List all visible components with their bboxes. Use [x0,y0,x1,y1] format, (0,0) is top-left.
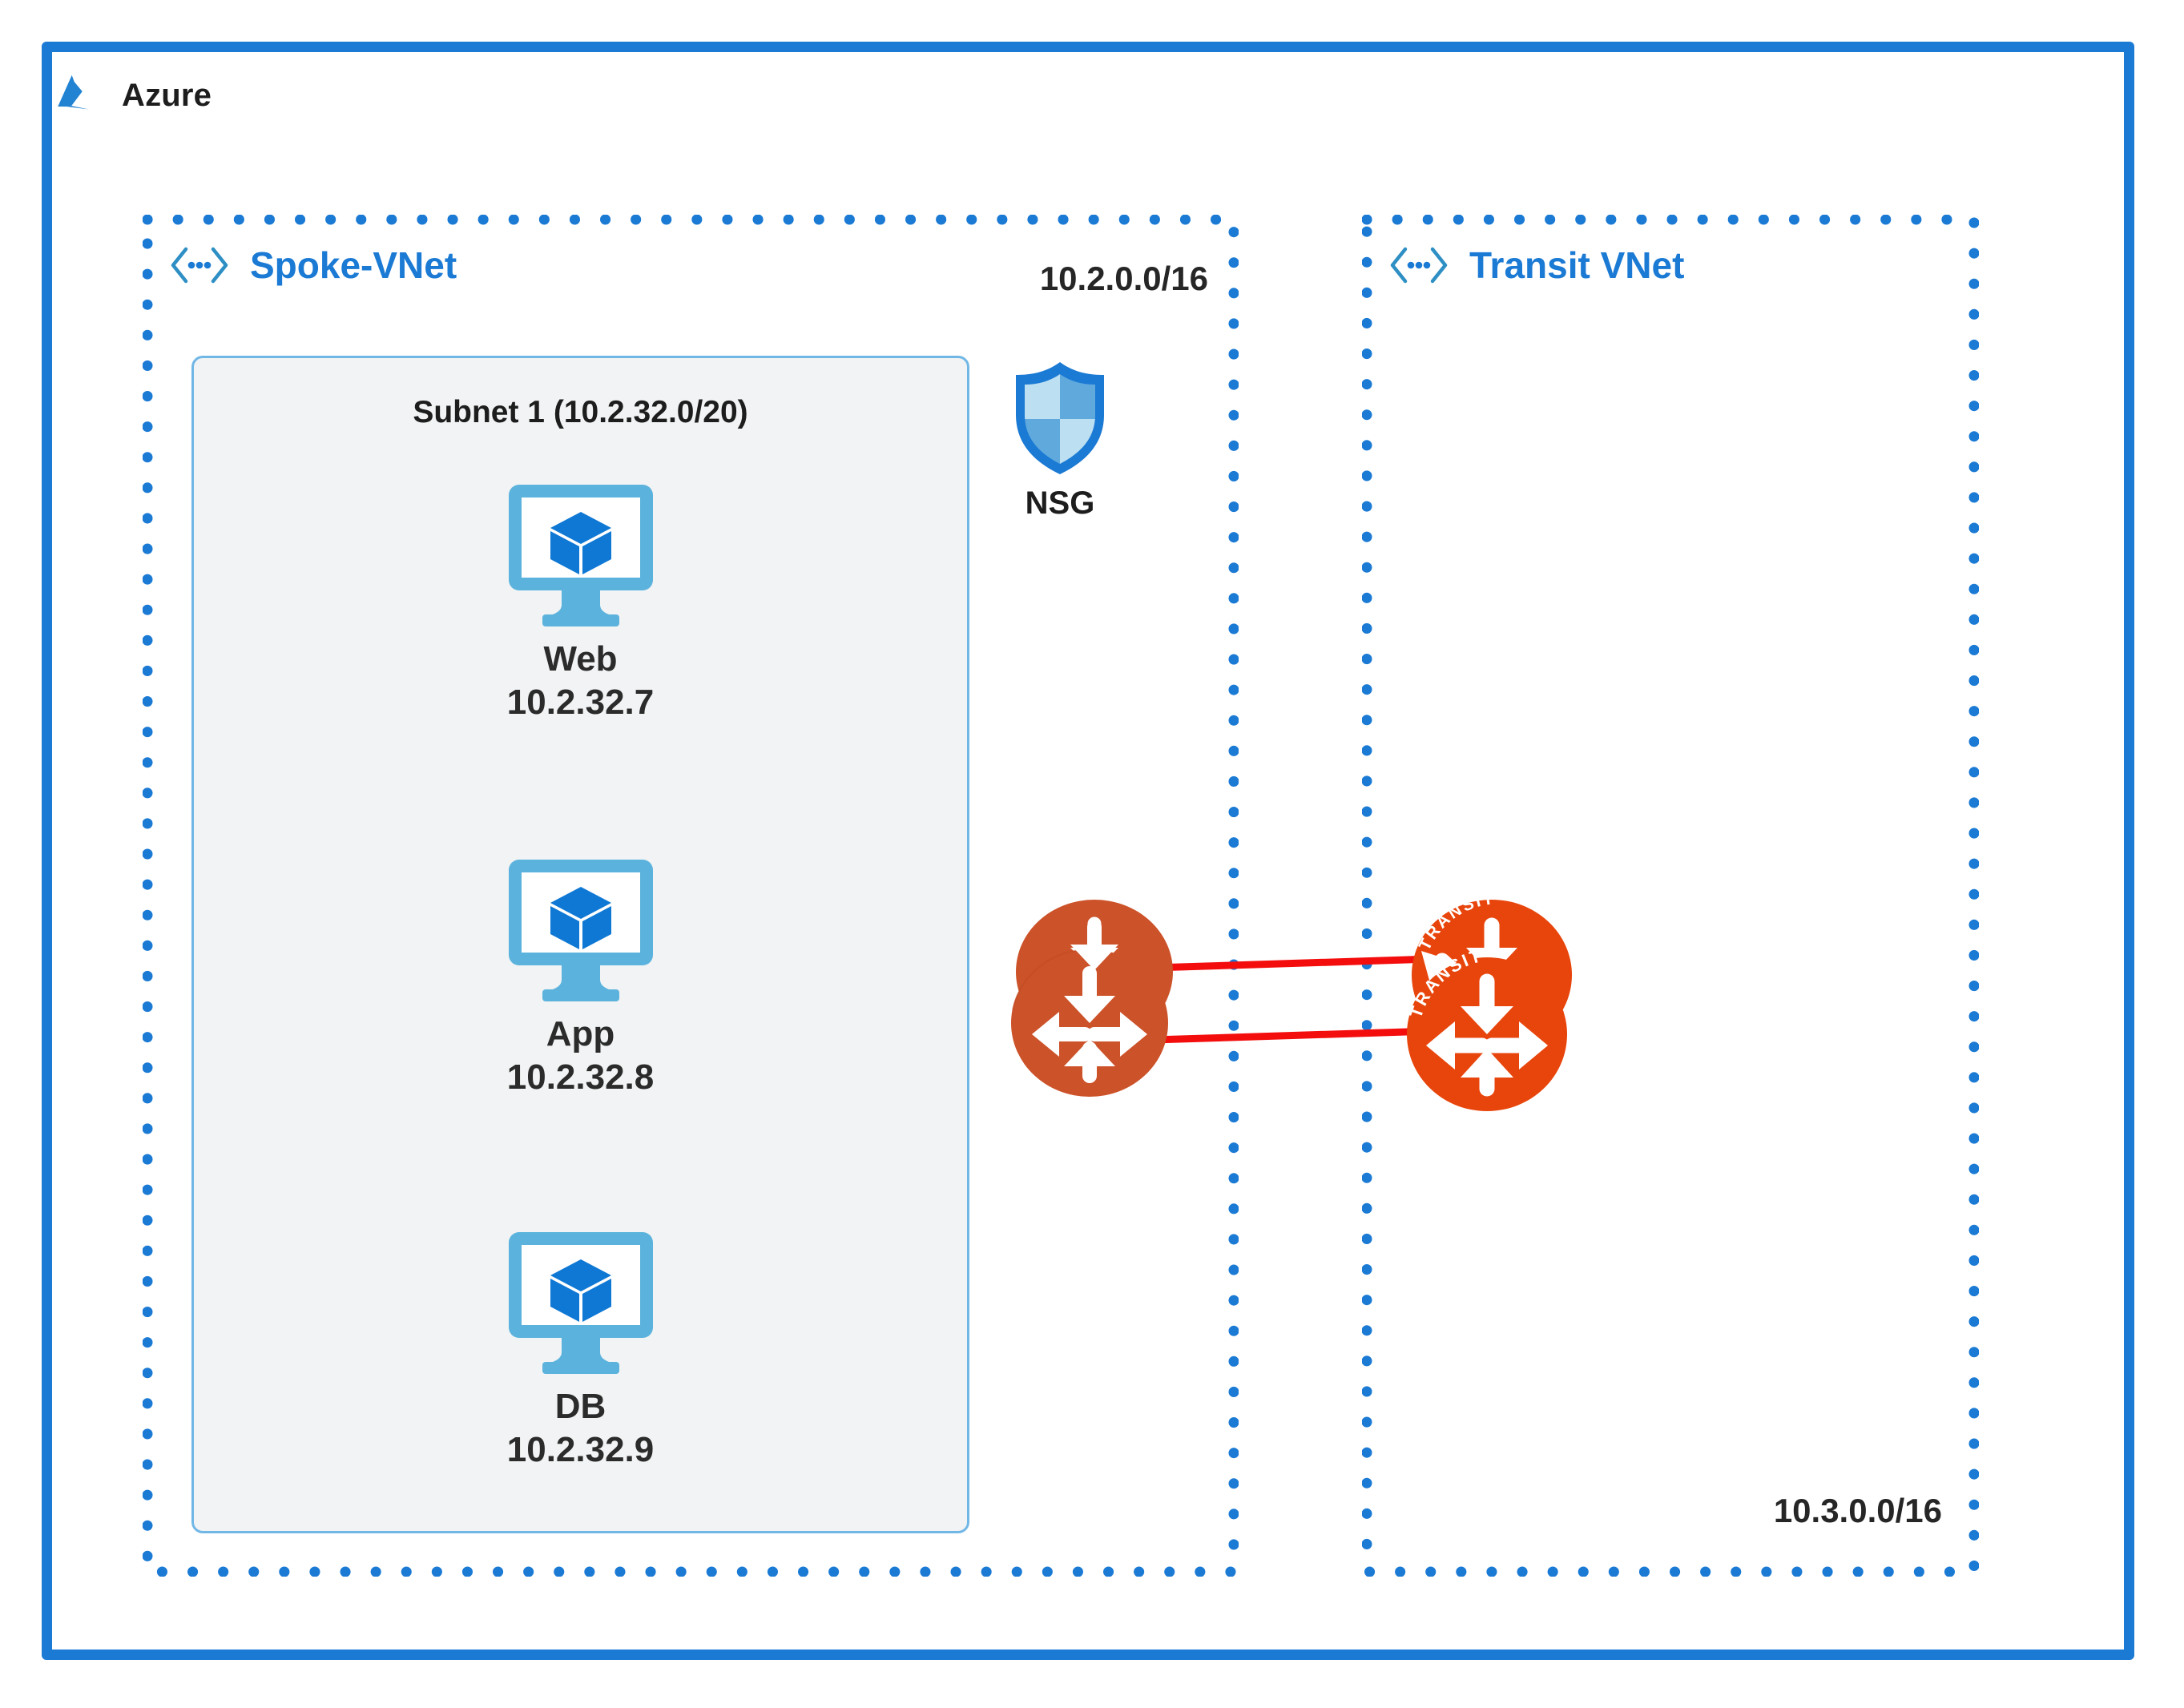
router-spoke[interactable] [1000,885,1184,1138]
vm-db-ip: 10.2.32.9 [506,1429,655,1469]
vm-web-name: Web [543,639,618,679]
vm-db-name: DB [554,1387,606,1426]
virtual-machine-icon [508,1232,653,1374]
vnet-spoke-cidr: 10.2.0.0/16 [1039,260,1208,297]
vnet-spoke-name: Spoke-VNet [250,244,457,286]
nsg-label: NSG [1025,485,1095,521]
vm-node-db[interactable]: DB 10.2.32.9 [413,1227,749,1471]
shield-icon [1016,362,1104,474]
azure-header: Azure [51,70,212,120]
vnet-spoke-header: Spoke-VNet [170,244,457,287]
vnet-icon [1390,247,1448,284]
azure-title: Azure [122,77,212,113]
vnet-transit-header: Transit VNet [1389,244,1684,287]
router-icon: TRANSIT TRANSIT [1405,889,1572,1111]
subnet-title: Subnet 1 (10.2.32.0/20) [413,395,748,429]
nsg-node[interactable]: NSG [984,359,1136,522]
vnet-transit-cidr: 10.3.0.0/16 [1773,1492,1942,1529]
vm-app-name: App [546,1014,615,1053]
router-icon [1011,900,1173,1097]
vnet-transit-name: Transit VNet [1469,244,1685,286]
router-transit[interactable]: TRANSIT TRANSIT [1394,885,1594,1154]
vm-node-app[interactable]: App 10.2.32.8 [413,855,749,1098]
vm-app-ip: 10.2.32.8 [506,1057,655,1097]
vnet-icon [171,247,228,284]
azure-logo-icon [58,75,89,110]
vm-node-web[interactable]: Web 10.2.32.7 [413,480,749,723]
vm-web-ip: 10.2.32.7 [506,682,655,722]
virtual-machine-icon [508,485,653,626]
subnet-box: Subnet 1 (10.2.32.0/20) Web 10.2.32.7 [191,356,969,1533]
vnet-spoke: Spoke-VNet 10.2.0.0/16 [143,215,1239,1577]
virtual-machine-icon [508,860,653,1001]
